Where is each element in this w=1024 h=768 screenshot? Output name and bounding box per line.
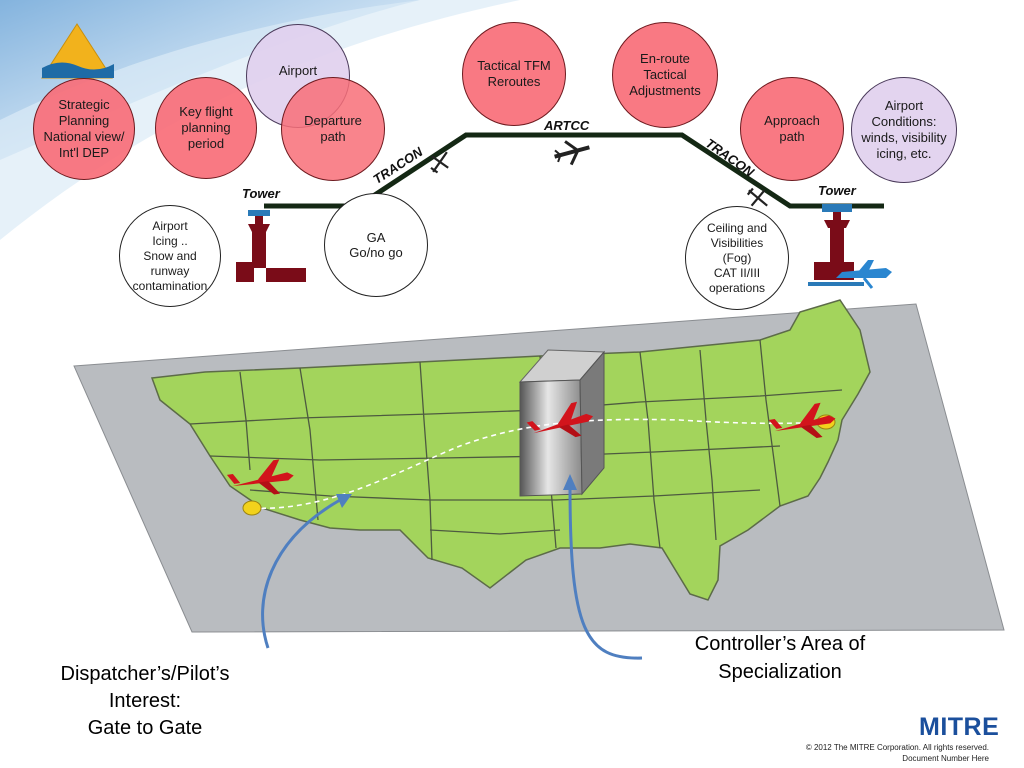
plane-icon [430,151,449,174]
state-borders [189,339,843,561]
dispatcher-arrow [261,498,341,649]
tactical-tfm-circle: Tactical TFM Reroutes [462,22,566,126]
origin-airport-icon [242,500,262,516]
controller-arrowhead [563,474,577,490]
enroute-adjustments-circle: En-route Tactical Adjustments [612,22,718,128]
jet-icon [226,459,294,495]
dispatcher-annotation: Dispatcher’s/Pilot’s Interest: Gate to G… [60,663,230,739]
jet-icon [768,402,836,439]
approach-path-circle: Approach path [740,77,844,181]
plane-icon [554,140,590,166]
ceiling-visibilities-circle: Ceiling and Visibilities (Fog) CAT II/II… [685,206,789,310]
airport-conditions-circle: Airport Conditions: winds, visibility ic… [851,77,957,183]
copyright-text: © 2012 The MITRE Corporation. All rights… [805,743,989,752]
mitre-logo: MITRE [919,713,1000,741]
footer-text: © 2012 The MITRE Corporation. All rights… [806,742,989,764]
plane-icon [746,187,768,207]
document-number-text: Document Number Here [902,754,989,763]
tower-right-label: Tower [818,183,856,198]
ga-plane-icon [836,260,892,289]
jet-icon [526,401,594,438]
flight-path-dashed [251,418,827,510]
departure-path-circle: Departure path [281,77,385,181]
ga-go-no-go-circle: GA Go/no go [324,193,428,297]
dispatcher-arrowhead [336,494,352,508]
strategic-planning-circle: Strategic Planning National view/ Int'l … [33,78,135,180]
tower-left-label: Tower [242,186,280,201]
tower-left-icon [236,210,306,282]
controller-annotation: Controller’s Area of Specialization [694,633,866,683]
controller-arrow [568,485,643,660]
controller-sector-block [518,349,606,497]
key-flight-circle: Key flight planning period [155,77,257,179]
us-map-land [150,299,871,601]
airport-icing-circle: Airport Icing .. Snow and runway contami… [119,205,221,307]
artcc-label: ARTCC [544,118,590,133]
